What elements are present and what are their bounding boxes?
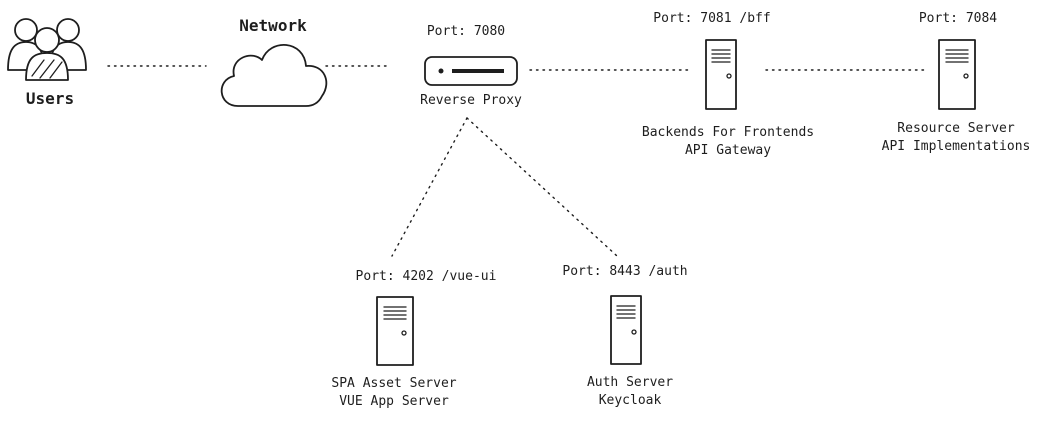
bff-name-label: Backends For Frontends API Gateway	[642, 124, 814, 160]
resource-name-line1: Resource Server	[897, 121, 1015, 136]
network-label: Network	[239, 16, 307, 35]
bff-name-line1: Backends For Frontends	[641, 125, 815, 140]
server-icon-spa	[376, 296, 414, 366]
proxy-port-label: Port: 7080	[426, 24, 506, 39]
server-icon-bff	[705, 39, 737, 110]
cloud-icon	[220, 44, 328, 107]
bff-port-label: Port: 7081 /bff	[653, 11, 771, 26]
auth-name-line1: Auth Server	[586, 375, 674, 390]
spa-name-line1: SPA Asset Server	[331, 376, 457, 391]
users-icon	[7, 18, 87, 81]
resource-name-label: Resource Server API Implementations	[882, 120, 1031, 156]
resource-name-line2: API Implementations	[881, 139, 1031, 154]
connector-proxy-spa	[391, 117, 468, 257]
bff-name-line2: API Gateway	[684, 143, 772, 158]
auth-name-line2: Keycloak	[598, 393, 662, 408]
resource-port-label: Port: 7084	[918, 11, 998, 26]
server-icon-resource	[938, 39, 976, 110]
connector-proxy-auth	[466, 117, 618, 257]
spa-name-label: SPA Asset Server VUE App Server	[331, 375, 456, 411]
users-label: Users	[25, 89, 75, 108]
auth-port-label: Port: 8443 /auth	[562, 264, 688, 279]
proxy-name-label: Reverse Proxy	[420, 93, 522, 108]
auth-name-label: Auth Server Keycloak	[587, 374, 673, 410]
server-icon-auth	[610, 295, 642, 365]
spa-name-line2: VUE App Server	[339, 394, 449, 409]
spa-port-label: Port: 4202 /vue-ui	[355, 269, 497, 284]
router-icon	[424, 56, 518, 86]
